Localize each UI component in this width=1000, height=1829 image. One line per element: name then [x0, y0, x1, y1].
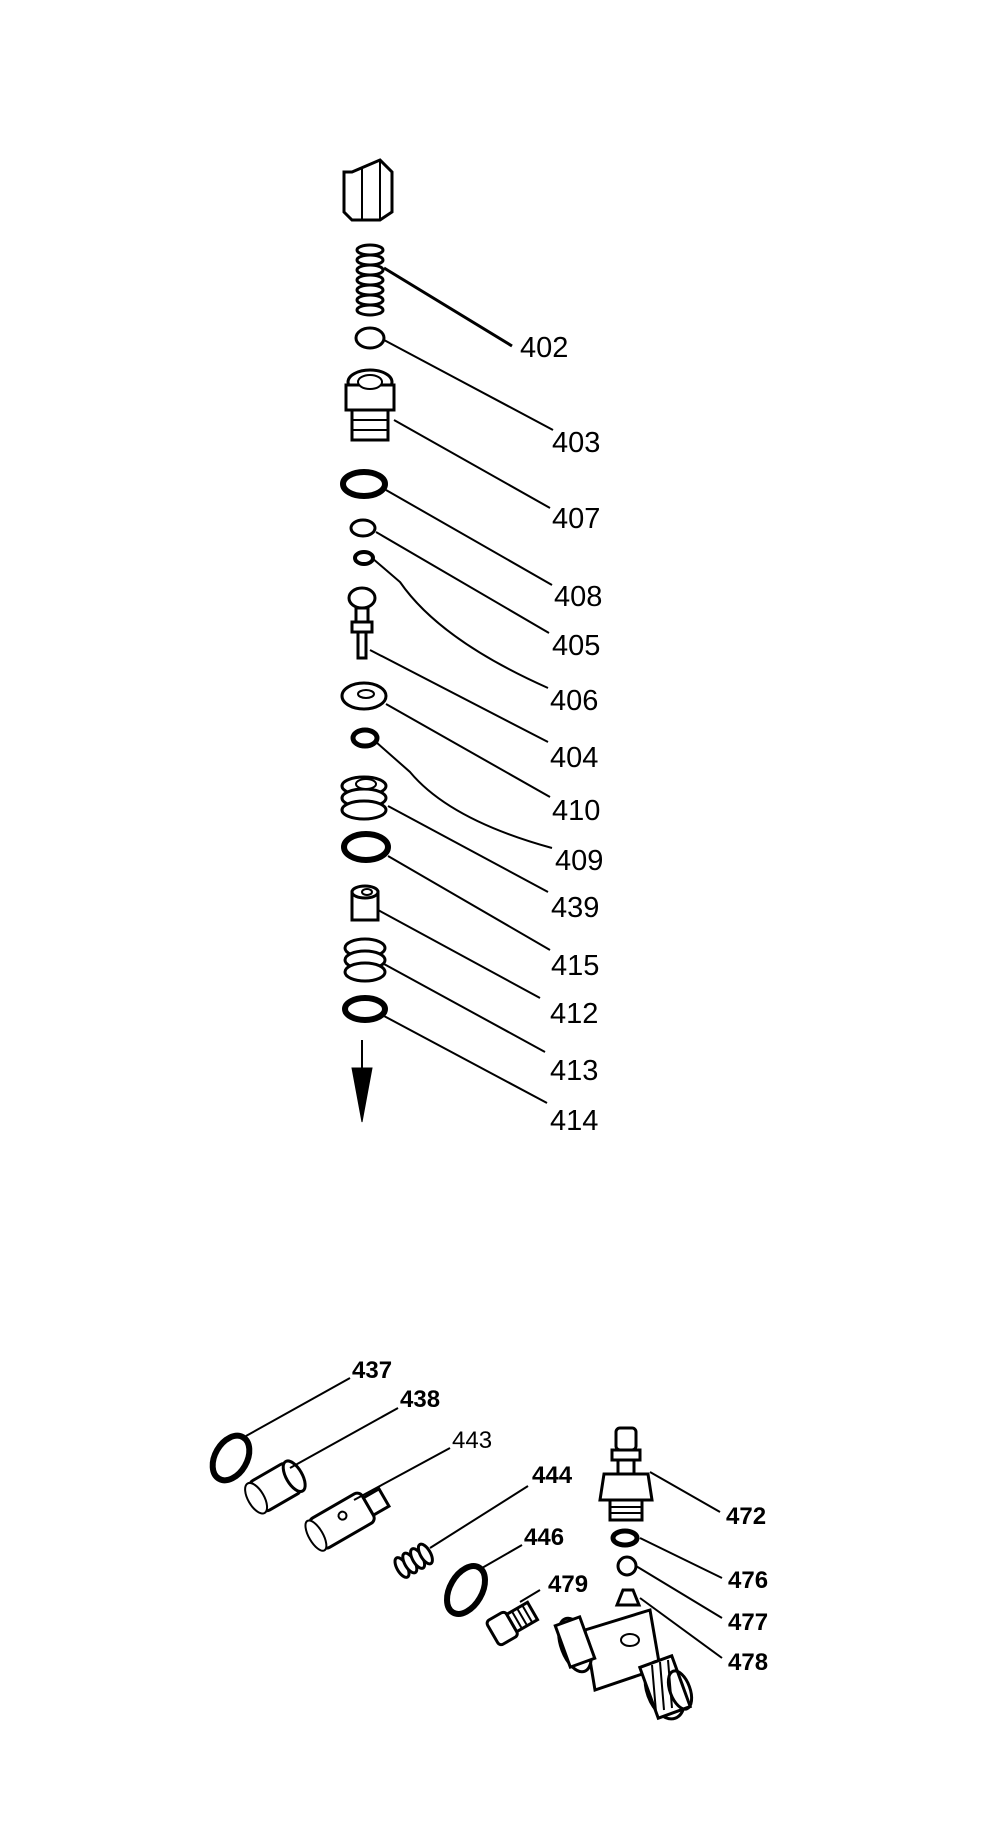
large-o-ring-part: [341, 831, 391, 863]
hex-cap-part: [342, 158, 394, 222]
callout-472: 472: [726, 1503, 766, 1530]
bottom-o-ring-part: [342, 995, 388, 1023]
disc-part: [354, 326, 386, 350]
valve-seat-part: [344, 368, 396, 442]
callout-444: 444: [532, 1462, 573, 1489]
spring-444-part: [393, 1542, 434, 1579]
plunger-cup-part: [350, 884, 380, 922]
upper-leader-lines: [369, 266, 554, 1104]
cone-478-part: [614, 1588, 642, 1607]
lower-leader-lines: [245, 1377, 723, 1659]
callout-479: 479: [548, 1571, 588, 1598]
callout-407: 407: [552, 503, 600, 535]
callout-406: 406: [550, 685, 598, 717]
callout-412: 412: [550, 998, 598, 1030]
small-ring-part: [350, 727, 380, 749]
callout-404: 404: [550, 742, 598, 774]
callout-408: 408: [554, 581, 602, 613]
injector-443-part: [304, 1486, 392, 1552]
callout-439: 439: [551, 892, 599, 924]
callout-478: 478: [728, 1649, 768, 1676]
callout-443: 443: [452, 1427, 492, 1454]
callout-413: 413: [550, 1055, 598, 1087]
ball-477-part: [616, 1555, 638, 1577]
spring-part: [355, 243, 385, 317]
callout-409: 409: [555, 845, 603, 877]
packing-part: [343, 937, 387, 983]
fitting-479-part: [485, 1600, 540, 1647]
callout-414: 414: [550, 1105, 598, 1137]
callout-438: 438: [400, 1386, 440, 1413]
upper-assembly: 402 403 407 408 405 406 404 410 409 439 …: [340, 158, 603, 1137]
packing-stack-part: [340, 775, 388, 821]
callout-405: 405: [552, 630, 600, 662]
callout-446: 446: [524, 1524, 564, 1551]
callout-476: 476: [728, 1567, 768, 1594]
flat-washer-part: [340, 681, 388, 711]
o-ring-part: [340, 469, 388, 499]
ball-stem-part: [347, 586, 377, 660]
coupler-438-part: [244, 1459, 307, 1515]
callout-403: 403: [552, 427, 600, 459]
nipple-472-part: [598, 1426, 654, 1522]
lower-assembly: 437 438 443 444 446 479 472 476 477 478: [209, 1357, 768, 1721]
o-ring-446-part: [444, 1563, 488, 1617]
callout-415: 415: [551, 950, 599, 982]
down-arrow-icon: [351, 1040, 373, 1123]
washer-476-part: [610, 1528, 640, 1548]
tee-body-part: [553, 1608, 694, 1721]
washer-part: [349, 518, 377, 538]
ring-437-part: [209, 1432, 253, 1484]
callout-477: 477: [728, 1609, 768, 1636]
callout-410: 410: [552, 795, 600, 827]
callout-437: 437: [352, 1357, 392, 1384]
small-o-ring-part: [353, 550, 375, 566]
callout-402: 402: [520, 332, 568, 364]
